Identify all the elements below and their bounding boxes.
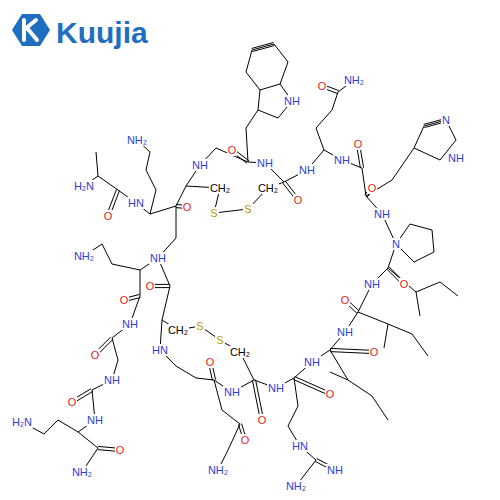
atom-label: H₂N	[11, 416, 33, 428]
atom-label: NH	[191, 159, 209, 171]
atom-label: O	[367, 182, 378, 194]
atom-label: S	[195, 320, 204, 332]
single-bond	[330, 372, 348, 380]
atom-label: H₂N	[73, 180, 95, 192]
brand-name: Kuujia	[56, 16, 148, 50]
single-bond	[384, 324, 388, 348]
atom-label: NH	[447, 152, 465, 164]
single-bond	[186, 182, 284, 213]
atom-label: NH₂	[73, 250, 95, 262]
atom-label: NH	[283, 95, 301, 107]
single-bond	[96, 152, 98, 176]
atom-label: HN	[151, 344, 169, 356]
bond-layer	[22, 42, 458, 486]
single-bond	[78, 258, 158, 472]
logo-icon	[12, 14, 50, 46]
atom-label: O	[325, 388, 336, 400]
atom-label: O	[90, 349, 101, 361]
atom-label: NH	[267, 382, 285, 394]
atom-label: N	[391, 238, 401, 250]
atom-label: NH	[103, 374, 121, 386]
single-bond	[162, 320, 254, 380]
atom-label: NH₂	[71, 466, 93, 478]
single-bond	[416, 292, 420, 316]
single-bond	[246, 110, 258, 162]
single-bond	[388, 268, 458, 296]
atom-label: O	[182, 201, 193, 213]
double-bond	[330, 352, 374, 354]
single-bond	[316, 80, 354, 150]
atom-label: O	[205, 356, 216, 368]
atom-label: CH₂	[257, 182, 279, 194]
atom-label: NH	[326, 464, 344, 476]
atom-label: O	[103, 210, 114, 222]
double-bond	[252, 42, 274, 48]
macrocycle-backbone	[158, 148, 396, 392]
atom-label: NH	[256, 157, 274, 169]
single-bond	[246, 44, 288, 90]
atom-label: O	[257, 414, 268, 426]
atom-label: S	[215, 334, 224, 346]
atom-label: NH	[333, 154, 351, 166]
atom-label: NH₂	[207, 464, 229, 476]
atom-label: NH₂	[343, 74, 365, 86]
atom-label: CH₂	[209, 182, 231, 194]
atom-label: O	[67, 396, 78, 408]
logo-hexagon	[12, 14, 50, 46]
atom-label: CH₂	[229, 346, 251, 358]
atom-label: NH	[303, 356, 321, 368]
atom-label: NH	[373, 208, 391, 220]
atom-label: HN	[291, 440, 309, 452]
atom-label: NH	[121, 318, 139, 330]
atom-label: NH₂	[126, 134, 148, 146]
single-bond	[396, 224, 434, 262]
atom-label: O	[145, 280, 156, 292]
atom-label: NH	[336, 326, 354, 338]
atom-label: HN	[127, 197, 145, 209]
double-bond	[330, 348, 374, 350]
atom-label: O	[317, 80, 328, 92]
single-bond	[288, 378, 316, 486]
atom-label: O	[369, 346, 380, 358]
single-bond	[366, 148, 414, 196]
atom-label: O	[399, 278, 410, 290]
atom-label: O	[119, 294, 130, 306]
atom-label: O	[353, 138, 364, 150]
atom-label: NH	[86, 414, 104, 426]
atom-label: CH₂	[167, 324, 189, 336]
single-bond	[214, 380, 240, 470]
atom-label: S	[243, 203, 252, 215]
atom-label: O	[227, 144, 238, 156]
logo-mark	[24, 20, 37, 40]
atom-label: NH	[149, 252, 167, 264]
atom-label: O	[340, 294, 351, 306]
atom-label: NH	[298, 164, 316, 176]
atom-label: NH₂	[285, 480, 307, 492]
atom-label: NH	[363, 278, 381, 290]
single-bond	[330, 350, 388, 420]
double-bond	[252, 46, 274, 52]
atom-label: O	[115, 444, 126, 456]
atom-label: O	[293, 194, 304, 206]
atom-label: O	[240, 434, 251, 446]
single-bond	[84, 176, 176, 214]
atom-label: S	[209, 207, 218, 219]
atom-label: NH	[223, 386, 241, 398]
atom-label: N	[441, 114, 451, 126]
